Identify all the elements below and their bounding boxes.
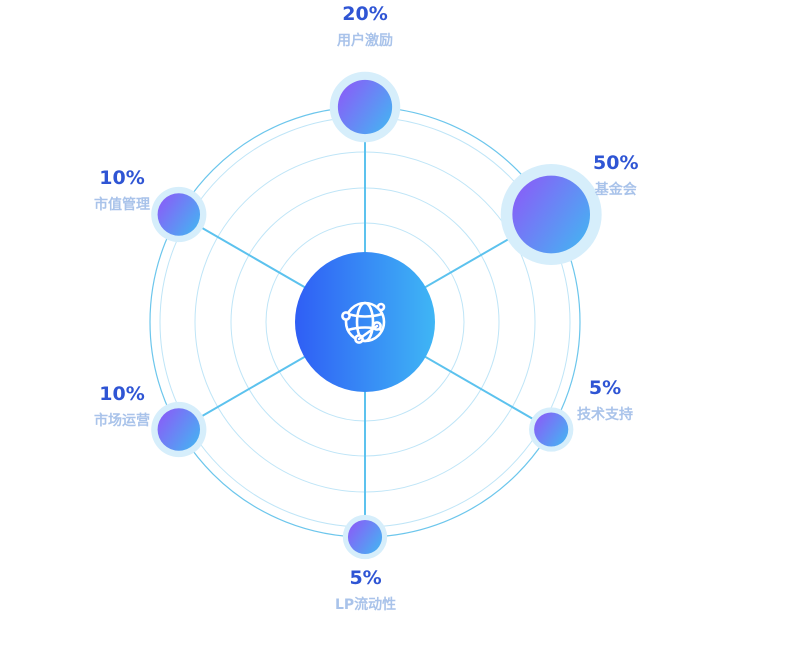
bubble-2 [534,412,569,447]
category-label: 5% LP流动性 [335,567,397,613]
category-label: 5% 技术支持 [577,377,633,423]
category-label: 10% 市值管理 [94,167,150,213]
center-circle [295,252,435,392]
category-name: 技术支持 [577,407,633,423]
category-name: 基金会 [594,182,637,198]
category-name: 用户激励 [337,33,393,49]
value-label: 10% [99,383,145,405]
bubble-3 [347,519,383,555]
category-name: LP流动性 [335,597,397,613]
category-label: 10% 市场运营 [94,383,150,429]
value-label: 20% [342,3,388,25]
center-hub [295,252,435,392]
value-label: 50% [593,152,639,174]
bubble-4 [157,408,201,451]
bubbles [151,71,602,560]
bubble-0 [337,79,393,135]
category-name: 市值管理 [94,197,150,213]
category-label: 20% 用户激励 [337,3,393,49]
value-label: 5% [588,377,622,399]
category-label: 50% 基金会 [593,152,639,198]
globe-network-icon [341,301,386,344]
category-name: 市场运营 [94,413,150,429]
bubble-1 [512,175,591,254]
value-label: 5% [349,567,382,589]
bubble-5 [157,193,201,236]
value-label: 10% [99,167,145,189]
